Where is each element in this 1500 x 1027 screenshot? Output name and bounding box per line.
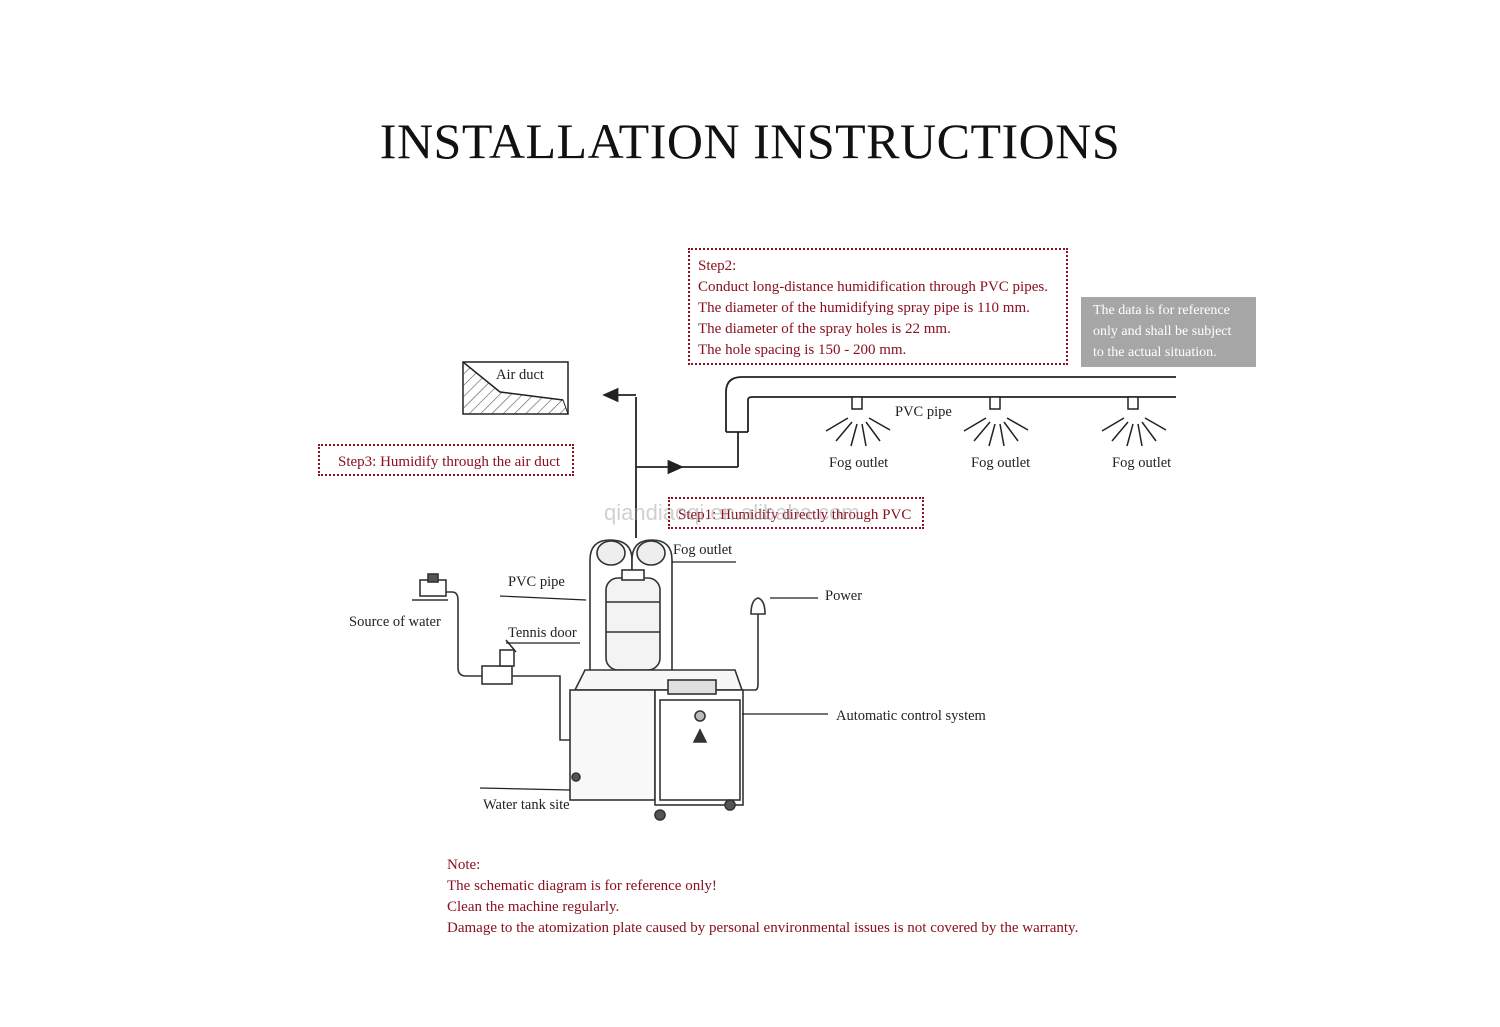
- label-fog-outlet-1: Fog outlet: [829, 455, 889, 471]
- step3-note: Step3: Humidify through the air duct: [318, 444, 574, 476]
- note-line: Clean the machine regularly.: [447, 899, 620, 915]
- label-pvc-pipe-top: PVC pipe: [895, 404, 952, 420]
- label-tennis-door: Tennis door: [508, 625, 577, 641]
- disclaimer-line: to the actual situation.: [1093, 345, 1217, 360]
- air-duct: [462, 360, 569, 415]
- label-automatic-control-system: Automatic control system: [836, 708, 986, 724]
- step1-note: Step1: Humidify directly through PVC: [668, 497, 924, 529]
- step2-line: The hole spacing is 150 - 200 mm.: [698, 342, 907, 358]
- label-source-of-water: Source of water: [349, 614, 441, 630]
- disclaimer-line: only and shall be subject: [1093, 324, 1232, 339]
- label-power: Power: [825, 588, 863, 604]
- page-title: INSTALLATION INSTRUCTIONS: [379, 113, 1121, 169]
- label-pvc-pipe-machine: PVC pipe: [508, 574, 565, 590]
- label-fog-outlet-machine: Fog outlet: [673, 542, 733, 558]
- note-block: Note: The schematic diagram is for refer…: [447, 855, 1078, 939]
- step2-note: Step2: Conduct long-distance humidificat…: [688, 248, 1068, 365]
- disclaimer-box: The data is for reference only and shall…: [1081, 297, 1256, 367]
- pvc-pipe-top: [725, 376, 1176, 433]
- note-heading: Note:: [447, 857, 481, 873]
- flow-lines: [602, 387, 739, 538]
- step2-line: Conduct long-distance humidification thr…: [698, 279, 1048, 295]
- label-fog-outlet-3: Fog outlet: [1112, 455, 1172, 471]
- fog-outlet-3: [1101, 396, 1167, 447]
- watermark: qiandiaoqi.en.alibaba.com: [604, 500, 860, 525]
- step2-line: The diameter of the humidifying spray pi…: [698, 300, 1030, 316]
- humidifier-machine: [569, 539, 744, 821]
- fog-outlet-1: [825, 396, 891, 447]
- step2-line: The diameter of the spray holes is 22 mm…: [698, 321, 951, 337]
- fog-outlet-2: [963, 396, 1029, 447]
- label-water-tank-site: Water tank site: [483, 797, 570, 813]
- note-line: The schematic diagram is for reference o…: [447, 878, 717, 894]
- leader-lines: [479, 561, 828, 791]
- power-cable: [742, 597, 766, 691]
- note-line: Damage to the atomization plate caused b…: [447, 920, 1079, 936]
- disclaimer-line: The data is for reference: [1093, 303, 1230, 318]
- step2-heading: Step2:: [698, 258, 737, 274]
- label-air-duct: Air duct: [496, 367, 544, 383]
- water-source-piping: [412, 573, 570, 741]
- label-fog-outlet-2: Fog outlet: [971, 455, 1031, 471]
